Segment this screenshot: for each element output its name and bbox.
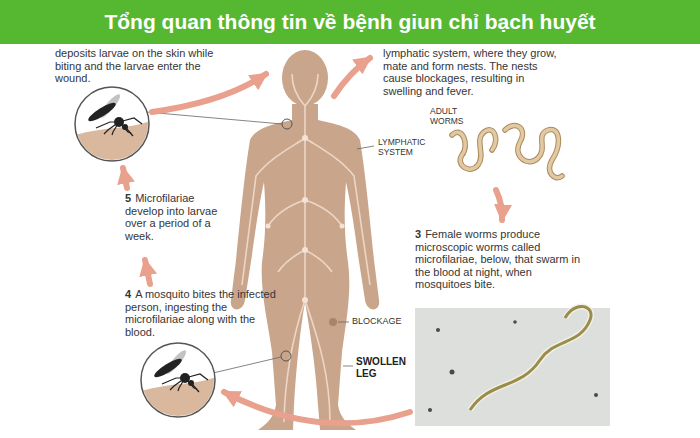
label-text: LYMPHATIC SYSTEM bbox=[378, 137, 425, 157]
callout-number: 3 bbox=[415, 228, 421, 240]
stage-text: 4A mosquito bites the infected person, i… bbox=[125, 288, 277, 338]
label-text: Female worms produce microscopic worms c… bbox=[415, 228, 580, 290]
title: Tổng quan thông tin về bệnh giun chỉ bạc… bbox=[0, 0, 700, 44]
mosquito-inset bbox=[138, 343, 218, 420]
label-text: ADULT WORMS bbox=[430, 106, 464, 126]
label-text: BLOCKAGE bbox=[352, 316, 402, 326]
label-text: deposits larvae on the skin while biting… bbox=[55, 47, 213, 84]
lymphatic-network bbox=[242, 74, 370, 422]
part-label: LYMPHATIC SYSTEM bbox=[378, 137, 425, 157]
leader-lines bbox=[146, 112, 374, 373]
stage-text: deposits larvae on the skin while biting… bbox=[55, 47, 220, 85]
stage-text: 5Microfilariae develop into larvae over … bbox=[125, 192, 229, 242]
lymph-nodes bbox=[266, 135, 345, 303]
callout-number: 5 bbox=[125, 192, 131, 204]
stage-text: lymphatic system, where they grow, mate … bbox=[383, 47, 563, 97]
blockage-spot bbox=[329, 318, 337, 326]
title-banner: Tổng quan thông tin về bệnh giun chỉ bạc… bbox=[0, 0, 700, 44]
micrograph bbox=[415, 306, 610, 426]
mosquito-inset bbox=[72, 87, 152, 164]
body-head bbox=[282, 50, 328, 106]
bite-spot bbox=[281, 351, 291, 361]
label-text: A mosquito bites the infected person, in… bbox=[125, 288, 276, 338]
part-label: SWOLLEN LEG bbox=[356, 356, 406, 379]
label-text: lymphatic system, where they grow, mate … bbox=[383, 47, 557, 97]
part-label: BLOCKAGE bbox=[352, 316, 402, 327]
part-label: ADULT WORMS bbox=[430, 106, 464, 126]
stage-text: 3Female worms produce microscopic worms … bbox=[415, 228, 587, 291]
bite-spot bbox=[282, 119, 292, 129]
label-text: SWOLLEN LEG bbox=[356, 356, 406, 379]
adult-worms bbox=[452, 126, 562, 178]
label-text: Microfilariae develop into larvae over a… bbox=[125, 192, 217, 242]
callout-number: 4 bbox=[125, 288, 131, 300]
